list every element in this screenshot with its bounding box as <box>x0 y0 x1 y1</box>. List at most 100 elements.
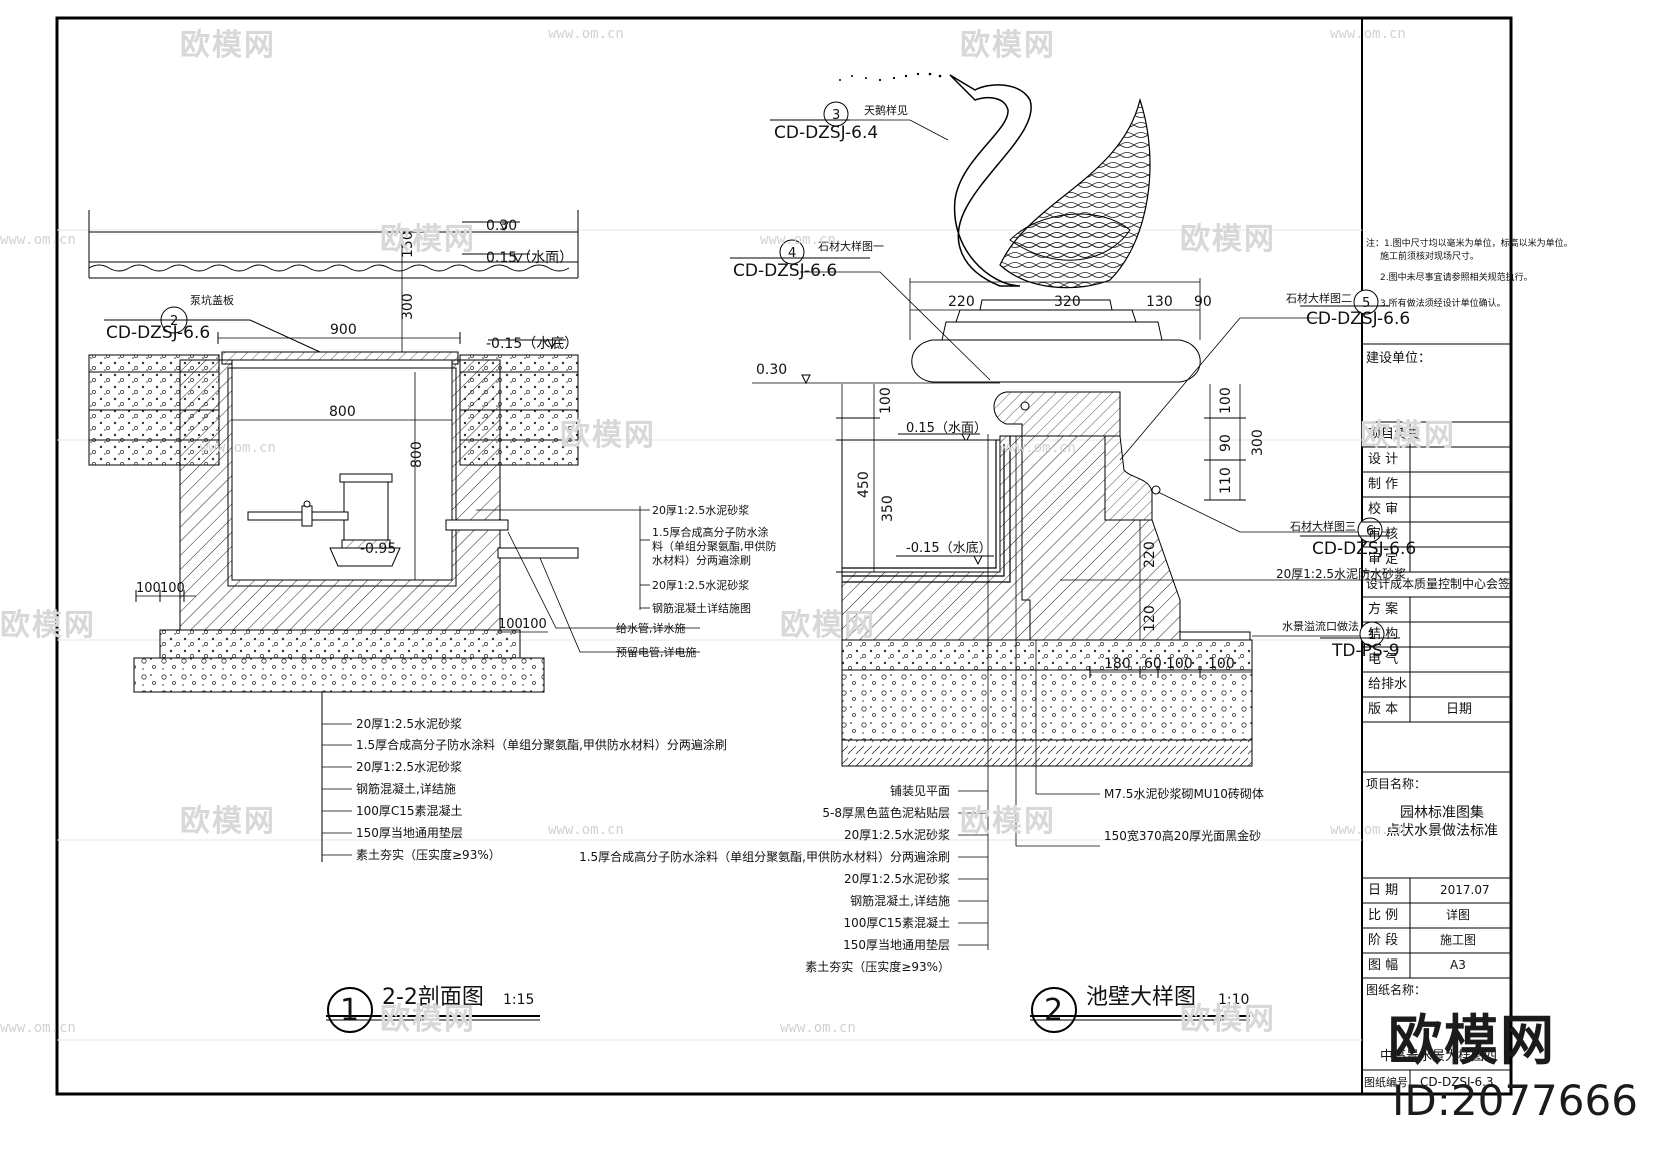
dim-left-1: 450 <box>856 471 872 498</box>
tb-info-v-3: A3 <box>1450 958 1466 972</box>
tb-info-k-1: 比 例 <box>1368 908 1399 923</box>
watermark-url: www.om.cn <box>0 1020 76 1036</box>
detail-labels: 3 天鹅样见 CD-DZSJ-6.4 4 石材大样图一 CD-DZSJ-6.6 … <box>579 103 1416 974</box>
note-r-6: 给水管,详水施 <box>616 621 686 635</box>
dim-right-3: 300 <box>1250 429 1266 456</box>
elev-water-label: 0.15（水面） <box>486 250 573 266</box>
tb-sign-0: 方 案 <box>1368 602 1399 617</box>
tb-row-4: 审 核 <box>1368 527 1399 542</box>
dim-right-1: 90 <box>1218 434 1234 452</box>
dim-left-0: 100 <box>878 387 894 414</box>
pool-wall-detail <box>730 72 1400 950</box>
note-r-3: 水材料）分两遍涂刷 <box>652 553 751 567</box>
layer-3: 钢筋混凝土,详结施 <box>356 781 456 796</box>
elev-pump-label: -0.95 <box>360 541 396 557</box>
ref6-code: CD-DZSJ-6.6 <box>1312 539 1416 559</box>
tb-drawing-no: CD-DZSJ-6.3 <box>1420 1075 1494 1089</box>
brand-id-text: ID:2077666 <box>1392 1076 1638 1125</box>
tb-note-3: 3.所有做法须经设计单位确认。 <box>1380 299 1506 309</box>
tb-info-k-2: 阶 段 <box>1368 933 1399 948</box>
ref1-label: 水景溢流口做法 <box>1282 619 1359 633</box>
title-2-text: 池壁大样图 <box>1086 985 1196 1010</box>
ref4-num: 4 <box>788 246 796 261</box>
watermark-logo: 欧模网 <box>780 608 876 643</box>
watermark-logo: 欧模网 <box>380 1002 476 1037</box>
detail-layer-3: 1.5厚合成高分子防水涂料（单组分聚氨酯,甲供防水材料）分两遍涂刷 <box>579 849 950 864</box>
note-brick: M7.5水泥砂浆砌MU10砖砌体 <box>1104 786 1264 801</box>
detail-layer-5: 钢筋混凝土,详结施 <box>850 893 950 908</box>
watermark-url: www.om.cn <box>1330 822 1406 838</box>
layer-5: 150厚当地通用垫层 <box>356 825 463 840</box>
dim-800-height: 800 <box>409 441 425 468</box>
dim-mid-1: 120 <box>1142 605 1158 632</box>
tb-cost-center: 设计成本质量控制中心会签 <box>1366 577 1511 591</box>
section-2-2 <box>88 210 700 862</box>
elev-bottom-label: -0.15（水底） <box>486 336 578 352</box>
dim-bottom-0: 180 <box>1104 656 1131 672</box>
note-r-7: 预留电管,详电施 <box>616 645 697 659</box>
dim-300: 300 <box>400 293 416 320</box>
tb-note-0: 注：1.图中尺寸均以毫米为单位，标高以米为单位。 <box>1366 239 1573 249</box>
detail-layer-7: 150厚当地通用垫层 <box>843 937 950 952</box>
note-stone: 150宽370高20厚光面黑金砂 <box>1104 828 1261 843</box>
tb-info-v-2: 施工图 <box>1440 933 1477 947</box>
tb-sign-1: 结 构 <box>1368 627 1399 642</box>
tb-construction-unit: 建设单位： <box>1366 351 1432 366</box>
layer-6: 素土夯实（压实度≥93%） <box>356 847 501 862</box>
detail-layer-2: 20厚1:2.5水泥砂浆 <box>844 827 950 842</box>
ref3-code: CD-DZSJ-6.4 <box>774 123 878 143</box>
ref5-code: CD-DZSJ-6.6 <box>1306 309 1410 329</box>
title-2-2-section: 1 2-2剖面图 1:15 <box>326 985 540 1033</box>
note-r-1: 1.5厚合成高分子防水涂 <box>652 525 769 539</box>
note-r-0: 20厚1:2.5水泥砂浆 <box>652 503 749 517</box>
note-r-5: 钢筋混凝土详结施图 <box>652 601 751 615</box>
watermark-url: www.om.cn <box>1330 26 1406 42</box>
dim-100-a: 100 <box>136 581 161 596</box>
tb-row-5: 审 定 <box>1368 552 1399 567</box>
tb-row-2: 制 作 <box>1368 477 1399 492</box>
elev-top-label: 0.30 <box>486 218 517 234</box>
dim-100-b: 100 <box>160 581 185 596</box>
dim-100-d: 100 <box>522 617 547 632</box>
watermark-logo: 欧模网 <box>180 28 276 63</box>
dim-900: 900 <box>330 322 357 338</box>
watermark-url: www.om.cn <box>548 26 624 42</box>
section-labels: 0.30 0.15（水面） -0.15（水底） -0.95 900 800 80… <box>106 218 777 862</box>
title-pool-wall-detail: 2 池壁大样图 1:10 <box>1030 985 1250 1033</box>
ref5-label: 石材大样图二 <box>1286 291 1352 305</box>
title-2-num: 2 <box>1044 993 1063 1028</box>
watermark-logo: 欧模网 <box>0 608 96 643</box>
dim-left-2: 350 <box>880 495 896 522</box>
watermark-logo: 欧模网 <box>560 418 656 453</box>
dim-right-0: 100 <box>1218 387 1234 414</box>
detail-elev-water: 0.15（水面） <box>906 421 987 436</box>
dim-top-2: 130 <box>1146 294 1173 310</box>
tb-info-k-3: 图 幅 <box>1368 958 1399 973</box>
detail-elev-top: 0.30 <box>756 362 787 378</box>
tb-sign-3: 给排水 <box>1368 677 1408 692</box>
layer-4: 100厚C15素混凝土 <box>356 803 463 818</box>
dim-100-c: 100 <box>498 617 523 632</box>
dim-bottom-2: 100 <box>1166 656 1193 672</box>
watermark-logo: 欧模网 <box>380 222 476 257</box>
dim-bottom-3: 100 <box>1208 656 1235 672</box>
watermark-url: www.om.cn <box>548 822 624 838</box>
note-r-4: 20厚1:2.5水泥砂浆 <box>652 578 749 592</box>
tb-info-v-1: 详图 <box>1446 908 1471 922</box>
watermark-url: www.om.cn <box>0 232 76 248</box>
layer-1: 1.5厚合成高分子防水涂料（单组分聚氨酯,甲供防水材料）分两遍涂刷 <box>356 737 727 752</box>
title-1-text: 2-2剖面图 <box>382 985 484 1010</box>
outer-border <box>55 16 1513 1096</box>
tb-row-1: 设 计 <box>1368 452 1399 467</box>
ref3-label: 天鹅样见 <box>864 103 908 117</box>
tb-version-label: 版 本 <box>1368 702 1399 717</box>
title-1-num: 1 <box>340 993 359 1028</box>
dim-800-width: 800 <box>329 404 356 420</box>
watermark-logo: 欧模网 <box>960 804 1056 839</box>
layer-2: 20厚1:2.5水泥砂浆 <box>356 759 462 774</box>
watermark-logo: 欧模网 <box>1180 1002 1276 1037</box>
detail-elev-bottom: -0.15（水底） <box>906 540 992 556</box>
tb-drawing-name: 中高景水景大样图四 <box>1380 1049 1498 1064</box>
detail-layer-4: 20厚1:2.5水泥砂浆 <box>844 871 950 886</box>
